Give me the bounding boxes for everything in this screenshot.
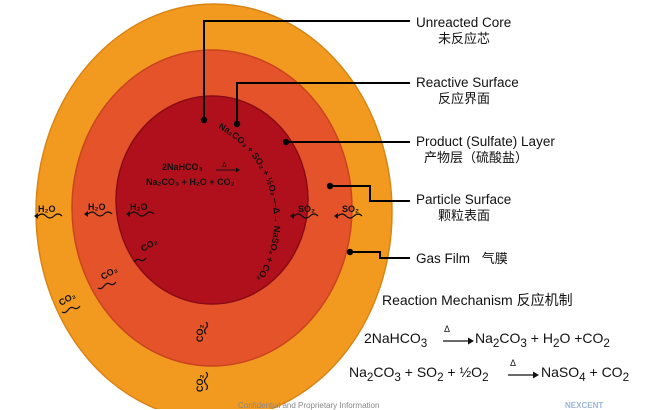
arrowhead-icon <box>334 213 338 219</box>
eq1-r1: 2 <box>492 336 500 350</box>
leader-particle-surface <box>326 182 410 202</box>
eq1-r7: 2 <box>603 336 610 350</box>
eq1-r5: 2 <box>552 336 560 350</box>
wavy-arrow-icon <box>87 211 113 217</box>
label-product-layer: Product (Sulfate) Layer 产物层（硫酸盐） <box>416 133 555 167</box>
wavy-arrow-icon <box>61 305 81 314</box>
label-gas-film-cn: 气膜 <box>481 252 508 267</box>
h2o-label: H₂O <box>88 202 106 212</box>
leader-reactive-surface <box>233 82 410 128</box>
wavy-arrow-icon <box>203 371 209 391</box>
co2-label: CO₂ <box>195 325 205 343</box>
eq2-l4: + SO <box>400 364 438 380</box>
eq2-l6: + ½O <box>443 364 483 380</box>
label-particle-surface: Particle Surface 颗粒表面 <box>416 191 511 225</box>
so2-label: SO₂ <box>298 204 315 214</box>
molecule-h2o-outer: H₂O <box>34 204 63 219</box>
mechanism-eq1-right: Na2CO3 + H2O +CO2 <box>475 330 610 350</box>
eq1-heat-symbol: Δ <box>444 324 451 334</box>
eq1-left-sub: 3 <box>420 336 428 350</box>
eq2-r2: + CO <box>585 364 623 380</box>
eq2-l5: 2 <box>437 370 444 384</box>
eq2-l0: Na <box>349 364 367 380</box>
molecule-co2-bottom-outer: CO₂ <box>195 371 209 393</box>
molecule-so2-outer: SO₂ <box>334 204 363 219</box>
label-reactive-surface-cn: 反应界面 <box>438 92 491 107</box>
label-reactive-surface-en: Reactive Surface <box>416 75 519 90</box>
molecule-co2-bottom-inner: CO₂ <box>195 321 209 343</box>
eq1-heat-arrow <box>443 337 474 345</box>
molecule-h2o-inner: H₂O <box>84 202 113 217</box>
arrowhead-icon <box>290 213 294 219</box>
label-product-layer-en: Product (Sulfate) Layer <box>416 134 555 149</box>
arrowhead-icon <box>84 211 88 217</box>
mechanism-eq1-left: 2NaHCO3 <box>364 330 427 350</box>
label-unreacted-core-cn: 未反应芯 <box>438 32 491 47</box>
molecule-h2o-core: H₂O <box>126 202 155 217</box>
wavy-arrow-icon <box>293 213 319 219</box>
label-particle-surface-en: Particle Surface <box>416 192 512 207</box>
wavy-arrow-icon <box>203 321 209 335</box>
eq2-l7: 2 <box>482 370 489 384</box>
leader-product-layer <box>282 138 410 146</box>
wavy-arrow-icon <box>337 213 363 219</box>
label-product-layer-cn: 产物层（硫酸盐） <box>424 151 529 166</box>
eq2-r3: 2 <box>622 370 630 384</box>
eq1-r2: CO <box>499 330 521 346</box>
eq1-r4: + H <box>526 330 553 346</box>
co2-label: CO₂ <box>195 375 205 393</box>
core-eq1-reactant: 2NaHCO₃ <box>162 162 203 172</box>
wavy-arrow-icon <box>97 281 117 290</box>
eq1-left-main: 2NaHCO <box>364 330 421 346</box>
footer-confidential: Confidential and Proprietary Information <box>238 401 380 410</box>
eq1-r0: Na <box>475 330 493 346</box>
label-unreacted-core: Unreacted Core 未反应芯 <box>416 14 511 48</box>
leader-unreacted-core <box>200 20 410 124</box>
wavy-arrow-icon <box>129 211 155 217</box>
mechanism-eq2-right: NaSO4 + CO2 <box>541 364 629 384</box>
wavy-arrow-icon <box>133 257 147 263</box>
label-gas-film-en: Gas Film <box>416 251 470 266</box>
eq1-r3: 3 <box>520 336 527 350</box>
core-eq1-products: Na₂CO₃ + H₂O + CO₂ <box>146 177 235 187</box>
arrowhead-icon <box>34 213 38 219</box>
so2-label: SO₂ <box>342 204 359 214</box>
core-eq1-arrowhead <box>236 167 240 173</box>
label-unreacted-core-en: Unreacted Core <box>416 15 512 30</box>
arrowhead-icon <box>126 211 130 217</box>
eq1-r6: O +CO <box>559 330 604 346</box>
h2o-label: H₂O <box>38 204 56 214</box>
eq2-l3: 3 <box>394 370 401 384</box>
eq2-r0: NaSO <box>541 364 580 380</box>
core-eq1-heat: Δ <box>222 162 227 169</box>
label-reactive-surface: Reactive Surface 反应界面 <box>416 74 519 108</box>
mechanism-title: Reaction Mechanism 反应机制 <box>382 292 573 308</box>
wavy-arrow-icon <box>37 213 63 219</box>
eq2-heat-arrow <box>508 371 539 379</box>
leader-gas-film <box>346 248 410 259</box>
h2o-label: H₂O <box>130 202 148 212</box>
eq2-r1: 4 <box>579 370 586 384</box>
label-particle-surface-cn: 颗粒表面 <box>438 209 491 224</box>
molecule-so2-inner: SO₂ <box>290 204 319 219</box>
footer-brand: NEXCENT <box>565 401 604 410</box>
mechanism-eq2-left: Na2CO3 + SO2 + ½O2 <box>349 364 489 384</box>
eq2-l1: 2 <box>366 370 374 384</box>
unreacted-core <box>115 95 309 305</box>
eq2-l2: CO <box>373 364 395 380</box>
label-gas-film: Gas Film 气膜 <box>416 250 508 268</box>
eq2-heat-symbol: Δ <box>510 358 517 368</box>
